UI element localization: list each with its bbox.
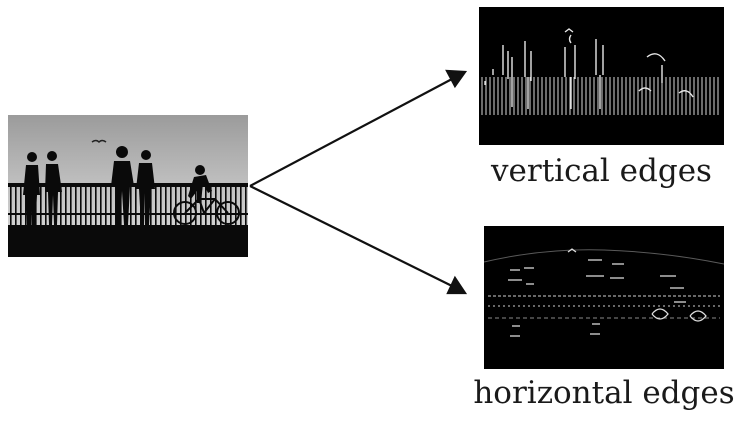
rail-post [30,185,32,227]
vertical-edge-figures [484,28,694,109]
bicycle [173,198,240,225]
vertical-edge-lines [481,77,719,115]
arrow-to-horizontal-edges [249,185,453,287]
rail-post [230,185,232,227]
rail-post [45,185,47,227]
source-image [8,115,248,257]
rail-post [130,185,132,227]
rail-post [105,185,107,227]
rail-post [75,185,77,227]
rail-post [135,185,137,227]
rail-post [95,185,97,227]
horizontal-edges-image [484,226,724,369]
rail-post [245,185,247,227]
silhouettes [23,146,212,225]
rail-post [80,185,82,227]
rail-post [90,185,92,227]
rail-post [150,185,152,227]
vertical-edges-label: vertical edges [491,153,712,189]
rail-post [60,185,62,227]
rail-post [155,185,157,227]
rail-post [110,185,112,227]
rail-post [170,185,172,227]
horizontal-edges-label: horizontal edges [473,375,735,411]
rail-post [15,185,17,227]
rail-post [240,185,242,227]
rail-post [40,185,42,227]
arrowhead-horizontal [446,275,468,295]
rail-post [85,185,87,227]
arrowhead-vertical [445,69,468,89]
rail-post [70,185,72,227]
rail-post [65,185,67,227]
horizontal-edge-lines [484,249,724,319]
vertical-edges-image [479,7,724,145]
arrow-to-vertical-edges [249,78,453,187]
bird [91,139,107,144]
rail-post [10,185,12,227]
rail-post [100,185,102,227]
rail-post [165,185,167,227]
rail-post [225,185,227,227]
rail-post [205,185,207,227]
rail-post [210,185,212,227]
rail-post [25,185,27,227]
horizontal-edge-figures [508,248,707,337]
rail-post [160,185,162,227]
rail-post [215,185,217,227]
rail-post [195,185,197,227]
rail-post [20,185,22,227]
rail-post [185,185,187,227]
bridge-deck [8,225,248,257]
rail-post [180,185,182,227]
